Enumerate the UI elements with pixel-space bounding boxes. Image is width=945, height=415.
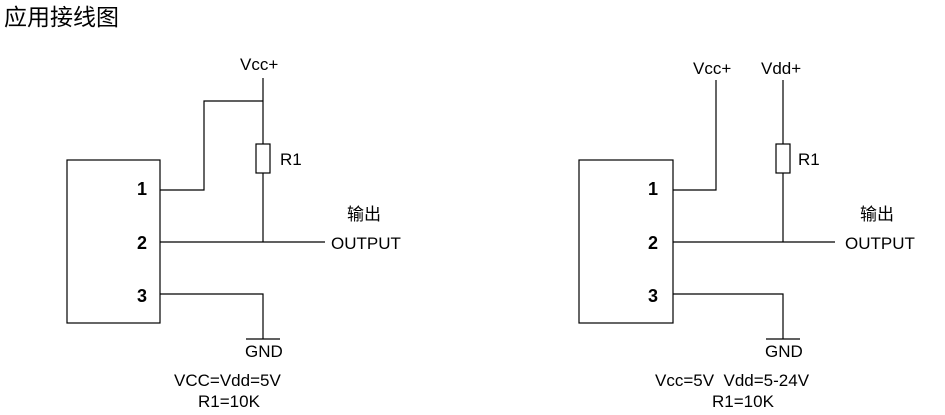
right-pin-2-label: 2: [648, 233, 658, 253]
left-gnd-wire: [160, 293, 264, 339]
right-r1-resistor: [775, 143, 791, 174]
left-vcc-label: Vcc+: [240, 55, 278, 74]
right-vcc-label: Vcc+: [693, 59, 731, 78]
right-note-resistor: R1=10K: [712, 392, 775, 411]
right-circuit: 1 2 3 Vcc+ Vdd+ R1 输出 OUTPUT GND Vcc=5V …: [578, 59, 915, 411]
left-r1-resistor: [255, 143, 271, 174]
left-output-en-label: OUTPUT: [331, 234, 401, 253]
left-gnd-label: GND: [245, 342, 283, 361]
right-pin-1-wire: [673, 80, 717, 191]
left-output-cn-label: 输出: [347, 205, 381, 225]
right-sensor-body: [578, 159, 674, 324]
left-pin-1-wire: [160, 100, 263, 191]
left-note-supply: VCC=Vdd=5V: [174, 371, 281, 390]
left-circuit: 1 2 3 Vcc+ R1 输出 OUTPUT GND VCC=Vdd=5V R…: [66, 55, 401, 411]
right-pin-1-label: 1: [648, 179, 658, 199]
left-sensor-body: [66, 159, 161, 324]
left-note-resistor: R1=10K: [198, 392, 261, 411]
left-pin-3-label: 3: [137, 286, 147, 306]
diagram-title: 应用接线图: [4, 5, 119, 31]
right-gnd-wire: [673, 293, 784, 339]
right-r1-label: R1: [798, 150, 820, 169]
right-note-supply: Vcc=5V Vdd=5-24V: [655, 371, 810, 390]
right-output-cn-label: 输出: [860, 205, 894, 225]
right-pin-3-label: 3: [648, 286, 658, 306]
left-pin-2-label: 2: [137, 233, 147, 253]
left-r1-label: R1: [280, 150, 302, 169]
left-pin-1-label: 1: [137, 179, 147, 199]
right-output-en-label: OUTPUT: [845, 234, 915, 253]
right-gnd-label: GND: [765, 342, 803, 361]
right-vdd-label: Vdd+: [761, 59, 801, 78]
